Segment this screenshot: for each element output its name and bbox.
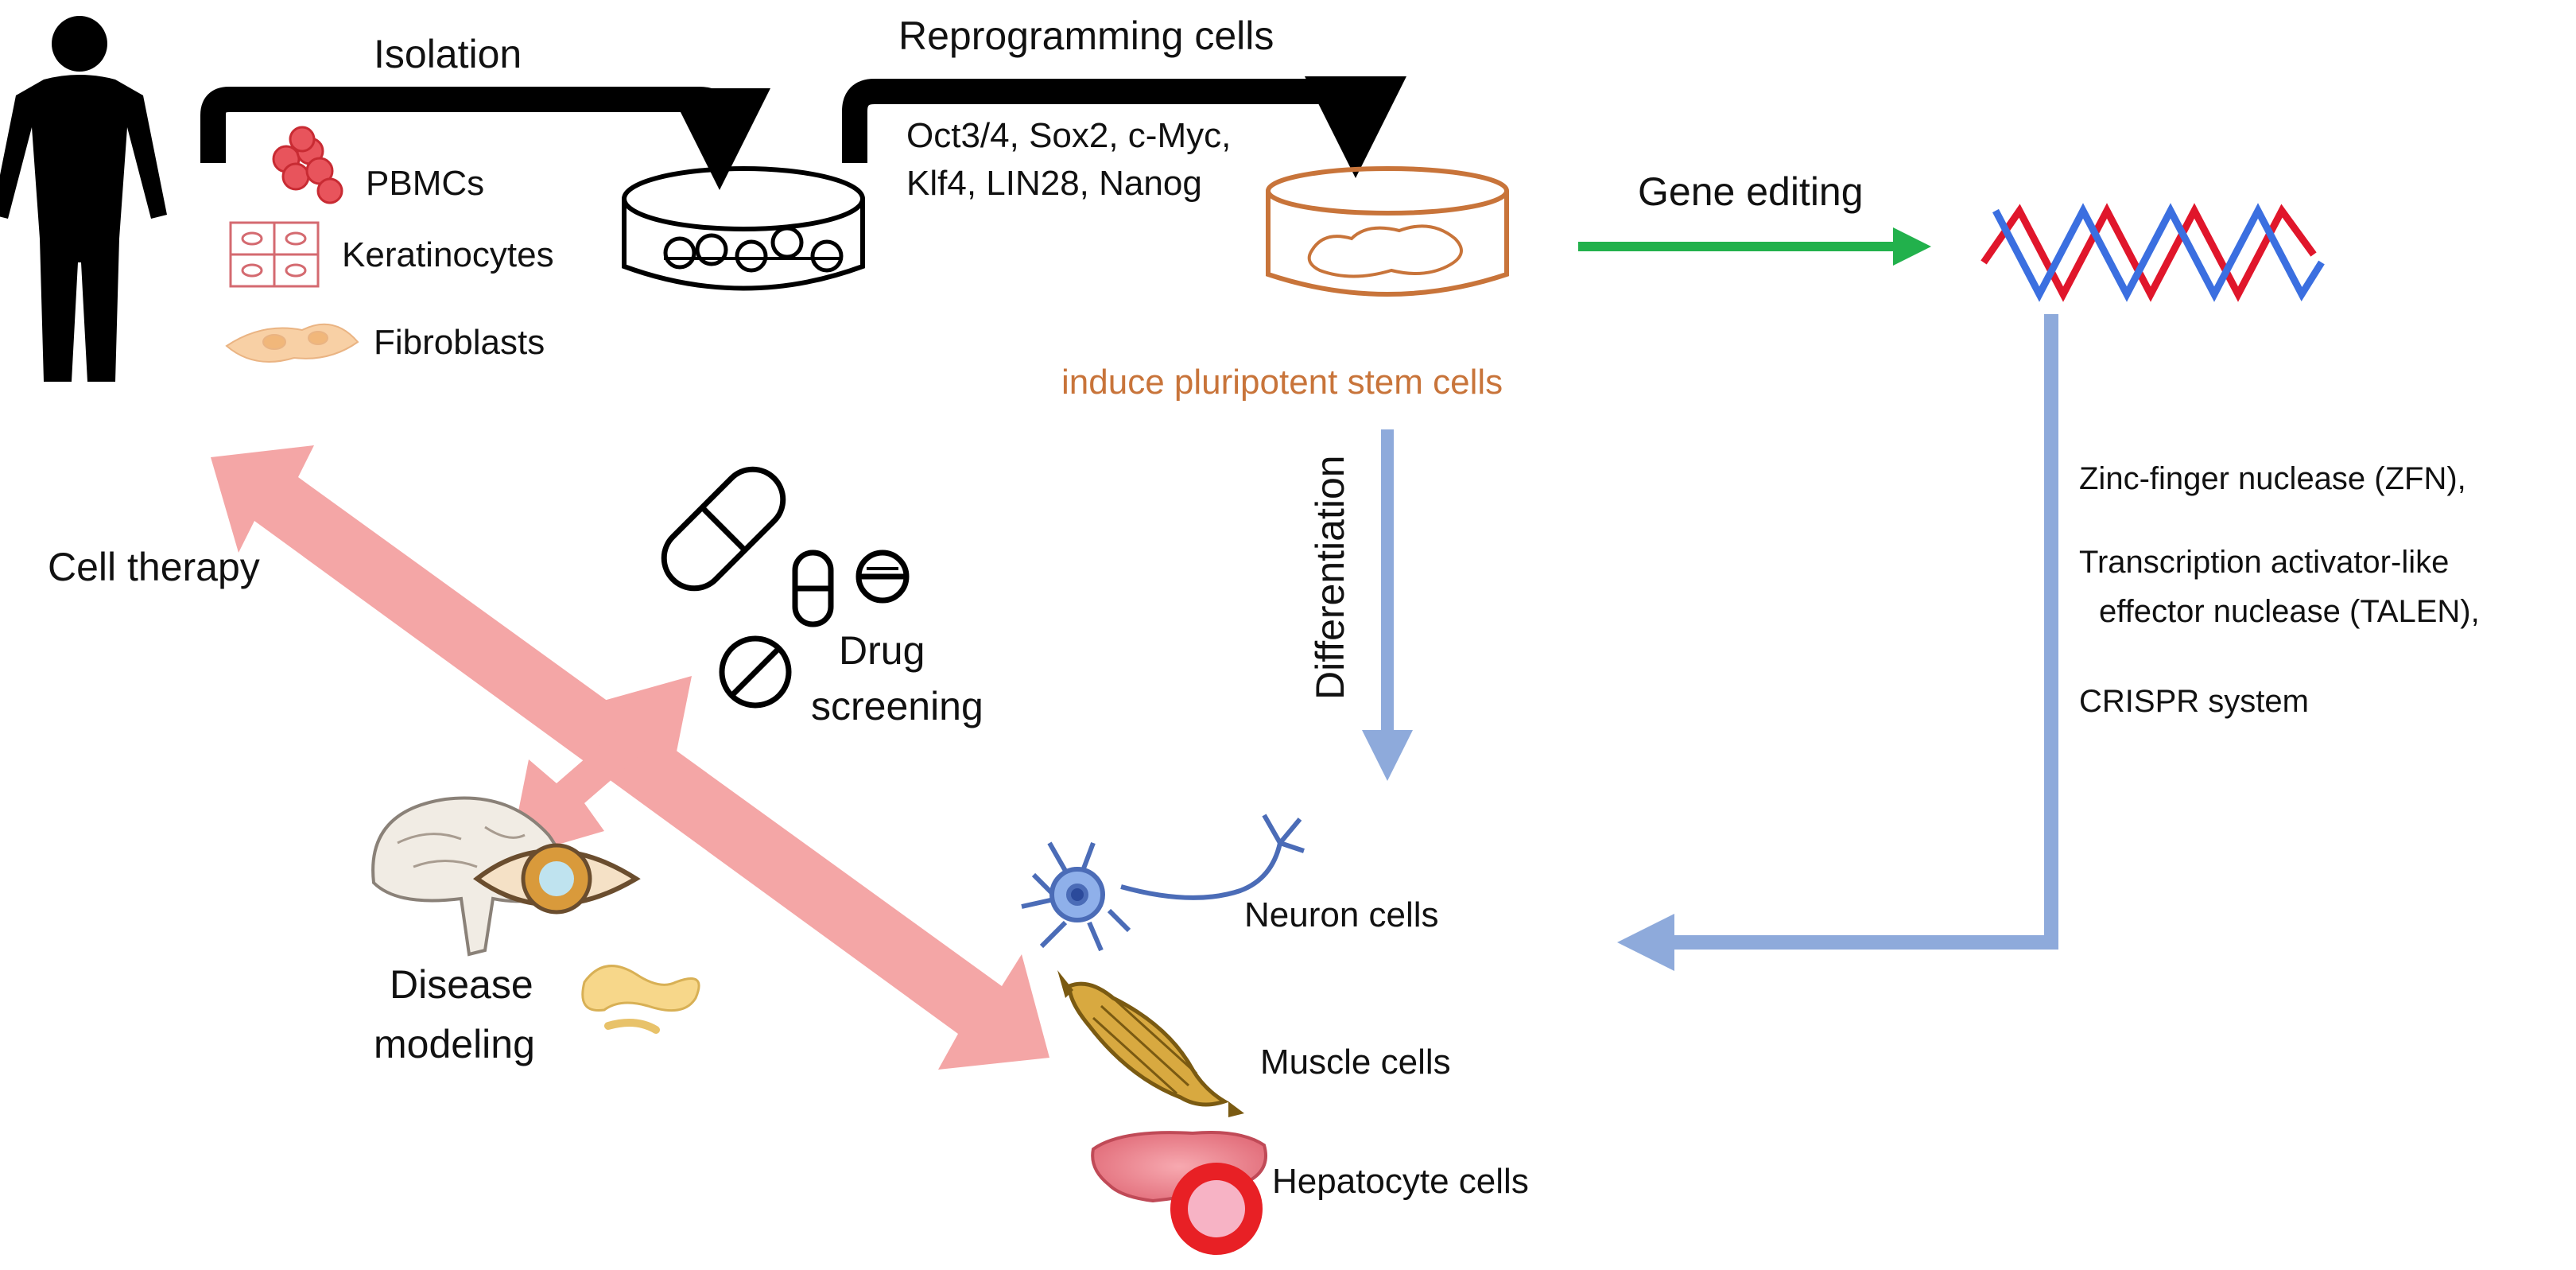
muscle-icon [1057,970,1244,1117]
talen-line2: effector nuclease (TALEN), [2099,594,2480,629]
eye-icon [472,843,641,915]
cell-therapy-label: Cell therapy [48,545,260,589]
pills-icon [661,466,910,709]
reprogramming-arrow [842,76,1406,178]
pbmcs-label: PBMCs [366,164,484,203]
differentiation-label: Differentiation [1308,455,1352,700]
kidney-icon [581,965,700,1034]
gene-editing-return-arrow [1617,314,2058,971]
muscle-label: Muscle cells [1260,1043,1451,1082]
dna-helix-icon [1980,203,2325,302]
drug-screening-double-arrow [509,676,692,859]
neuron-icon [1021,814,1305,952]
pbmc-cluster-icon [272,126,343,204]
crispr-label: CRISPR system [2079,684,2309,719]
isolation-arrow [200,87,770,190]
isolation-label: Isolation [374,32,522,76]
neuron-label: Neuron cells [1244,895,1439,934]
zfn-label: Zinc-finger nuclease (ZFN), [2079,461,2466,496]
disease-line2: modeling [374,1022,535,1066]
disease-line1: Disease [390,962,533,1007]
keratinocyte-grid-icon [229,221,320,288]
drug-line2: screening [811,684,983,728]
gene-editing-label: Gene editing [1638,169,1864,214]
reprogramming-label: Reprogramming cells [898,14,1274,58]
petri-dish-icon [622,166,865,291]
human-silhouette-icon [0,16,167,382]
ipsc-dish-icon [1266,166,1509,297]
ipsc-label: induce pluripotent stem cells [1061,363,1503,402]
hepatocyte-label: Hepatocyte cells [1272,1162,1529,1201]
fibroblasts-label: Fibroblasts [374,323,545,362]
fibroblast-icon [225,323,359,363]
factors-line1: Oct3/4, Sox2, c-Myc, [906,116,1231,155]
factors-line2: Klf4, LIN28, Nanog [906,164,1202,203]
drug-line1: Drug [839,628,925,673]
liver-icon [1091,1131,1267,1255]
keratinocytes-label: Keratinocytes [342,235,554,274]
talen-line1: Transcription activator-like [2079,545,2449,580]
